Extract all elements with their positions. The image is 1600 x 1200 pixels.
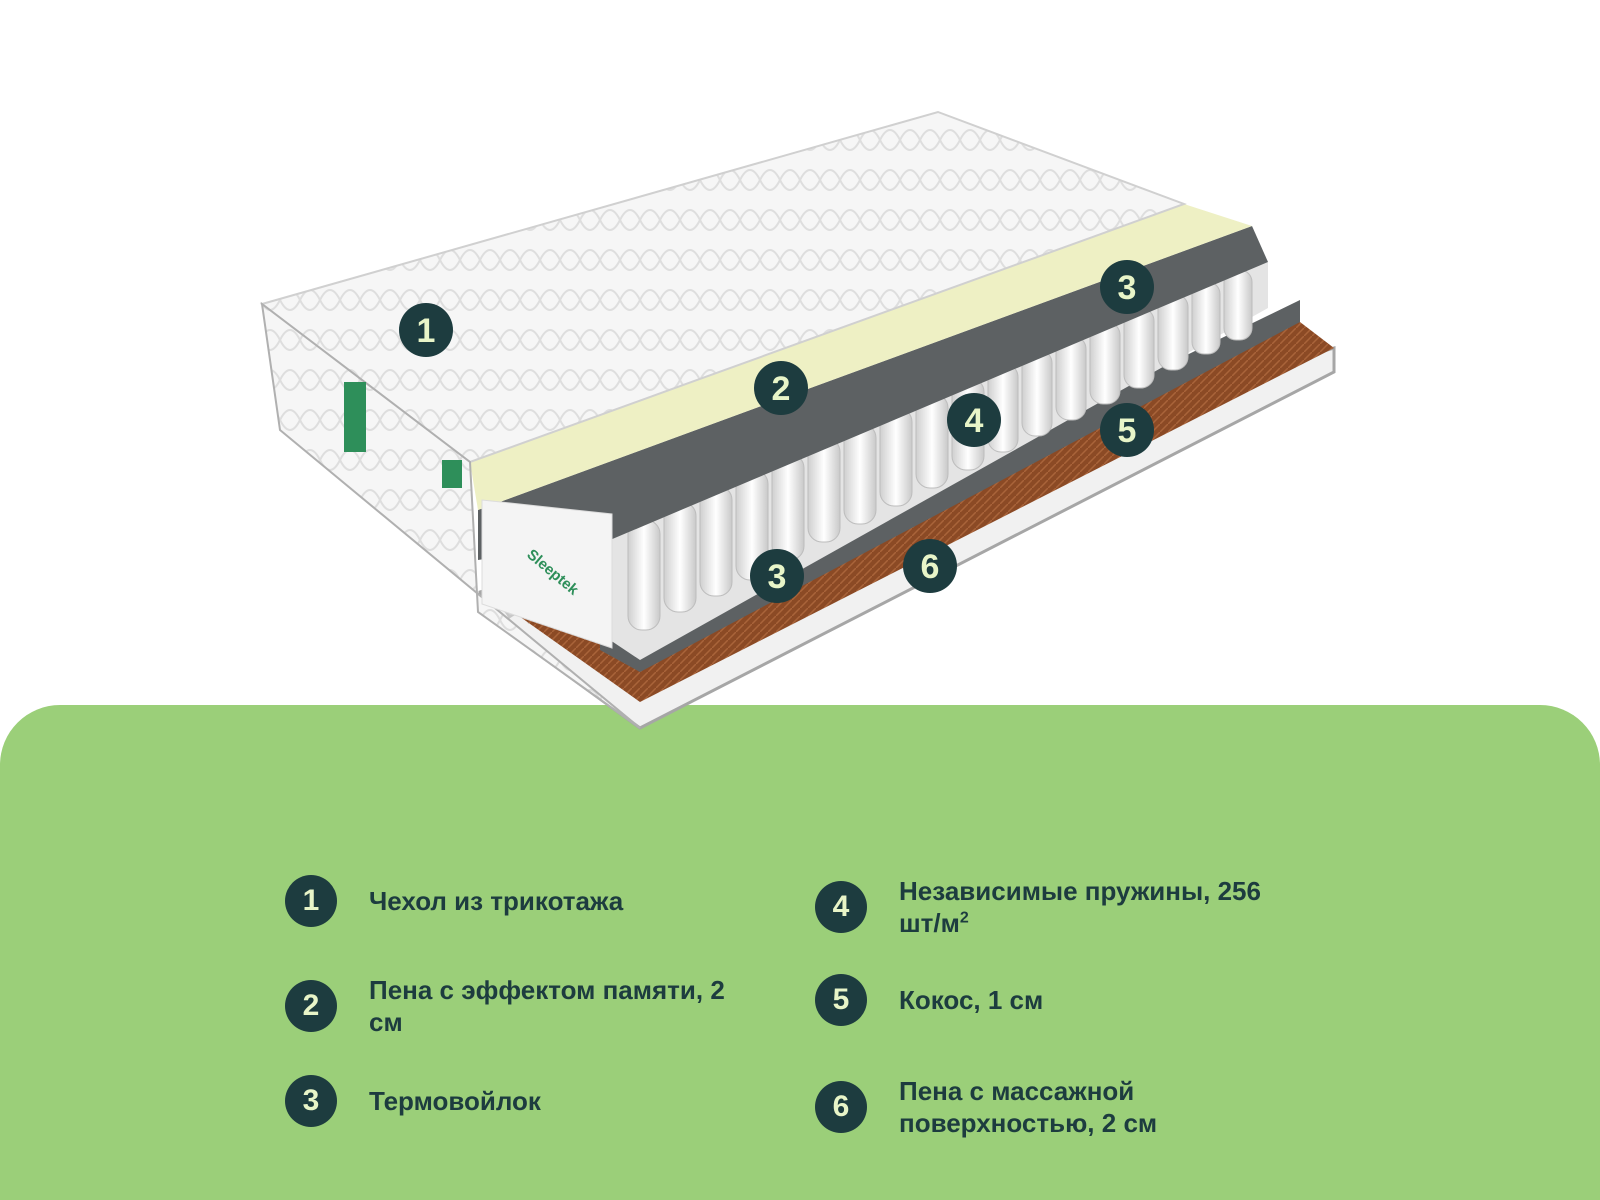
svg-text:2: 2	[772, 370, 791, 408]
svg-text:3: 3	[768, 558, 787, 596]
marker-5: 5	[1100, 403, 1154, 457]
marker-3-bottom: 3	[750, 549, 804, 603]
legend-text-sup: 2	[959, 909, 969, 927]
foam-perimeter	[481, 499, 613, 649]
legend-item-4: 4 Независимые пружины, 256 шт/м2	[815, 875, 1289, 939]
brand-tag	[344, 382, 366, 452]
svg-text:6: 6	[921, 548, 940, 586]
legend-text-with-sup: Независимые пружины, 256 шт/м2	[899, 875, 1289, 939]
svg-text:5: 5	[1118, 412, 1137, 450]
legend-badge: 5	[815, 974, 867, 1026]
memory-foam-layer	[470, 204, 1252, 510]
legend-text: Пена с массажной поверхностью, 2 см	[899, 1076, 1158, 1138]
marker-3-top: 3	[1100, 260, 1154, 314]
brand-tag-small	[442, 460, 462, 488]
svg-text:3: 3	[1118, 269, 1137, 307]
legend-text: Кокос, 1 см	[899, 985, 1044, 1015]
legend-item-6: 6 Пена с массажной поверхностью, 2 см	[815, 1075, 1289, 1139]
legend-item-1: 1 Чехол из трикотажа	[285, 875, 759, 927]
upper-felt-layer	[478, 226, 1268, 560]
legend-badge: 4	[815, 881, 867, 933]
marker-1: 1	[399, 303, 453, 357]
legend-item-5: 5 Кокос, 1 см	[815, 974, 1289, 1026]
legend-item-2: 2 Пена с эффектом памяти, 2 см	[285, 974, 759, 1038]
svg-text:1: 1	[417, 312, 436, 350]
legend-text-main: Независимые пружины, 256 шт/м	[899, 876, 1261, 938]
springs	[627, 269, 1253, 631]
svg-text:4: 4	[965, 402, 984, 440]
legend-badge: 2	[285, 980, 337, 1032]
legend-badge: 1	[285, 875, 337, 927]
legend-badge: 3	[285, 1075, 337, 1127]
mattress-illustration: Sleeptek 1 2 3 4 5 3 6	[259, 110, 1336, 730]
legend-item-3: 3 Термовойлок	[285, 1075, 759, 1127]
legend-text: Термовойлок	[369, 1086, 541, 1116]
marker-4: 4	[947, 393, 1001, 447]
marker-6: 6	[903, 539, 957, 593]
legend-text: Пена с эффектом памяти, 2 см	[369, 975, 725, 1037]
green-panel	[0, 705, 1600, 1200]
marker-2: 2	[754, 361, 808, 415]
legend-badge: 6	[815, 1081, 867, 1133]
legend-text: Чехол из трикотажа	[369, 886, 624, 916]
